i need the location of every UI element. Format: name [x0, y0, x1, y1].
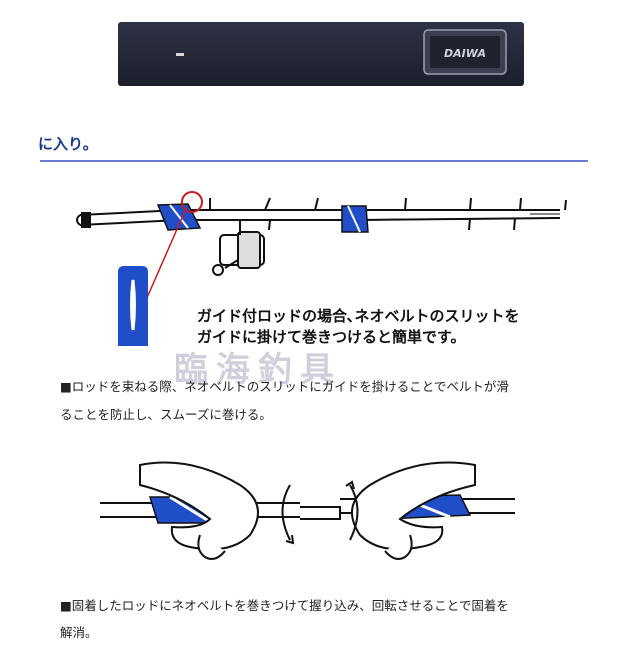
caption-line-1: ガイド付ロッドの場合､ネオベルトのスリットを [197, 307, 520, 325]
rod-bundle [76, 209, 561, 228]
watermark: 臨海釣具 [174, 350, 342, 390]
usage-note-bundling: ■ロッドを束ねる際、ネオベルトのスリットにガイドを掛けることでベルトが滑 ること… [60, 373, 600, 429]
note-1-line-1: ■ロッドを束ねる際、ネオベルトのスリットにガイドを掛けることでベルトが滑 [60, 379, 509, 394]
belt-slit-detail [118, 266, 148, 346]
caption-line-2: ガイドに掛けて巻きつけると簡単です。 [197, 328, 466, 346]
usage-note-unsticking: ■固着したロッドにネオベルトを巻きつけて握り込み、回転させることで固着を 解消。 [60, 592, 600, 646]
section-header-fragment: に入り。 [38, 135, 98, 153]
hands-twisting-rod-illustration [100, 461, 515, 560]
note-1-line-2: ることを防止し、スムーズに巻ける。 [60, 407, 272, 422]
callout-line [145, 210, 186, 301]
hands [139, 461, 476, 560]
rod-with-belt-illustration [76, 191, 567, 346]
neo-belt-photo: DAIWA [118, 22, 524, 86]
rod-illustration-caption: ガイド付ロッドの場合､ネオベルトのスリットを ガイドに掛けて巻きつけると簡単です… [197, 306, 520, 348]
note-2-line-1: ■固着したロッドにネオベルトを巻きつけて握り込み、回転させることで固着を [60, 598, 509, 613]
brand-logo-text: DAIWA [444, 47, 486, 60]
guide-highlight-circle [181, 191, 203, 213]
rotation-arrows [281, 480, 359, 545]
brand-logo-patch: DAIWA [423, 29, 507, 75]
note-2-line-2: 解消。 [60, 625, 98, 640]
belt-wraps [156, 203, 369, 233]
spinning-reel [212, 220, 265, 276]
section-divider [40, 160, 588, 162]
rod-guides [209, 197, 567, 231]
